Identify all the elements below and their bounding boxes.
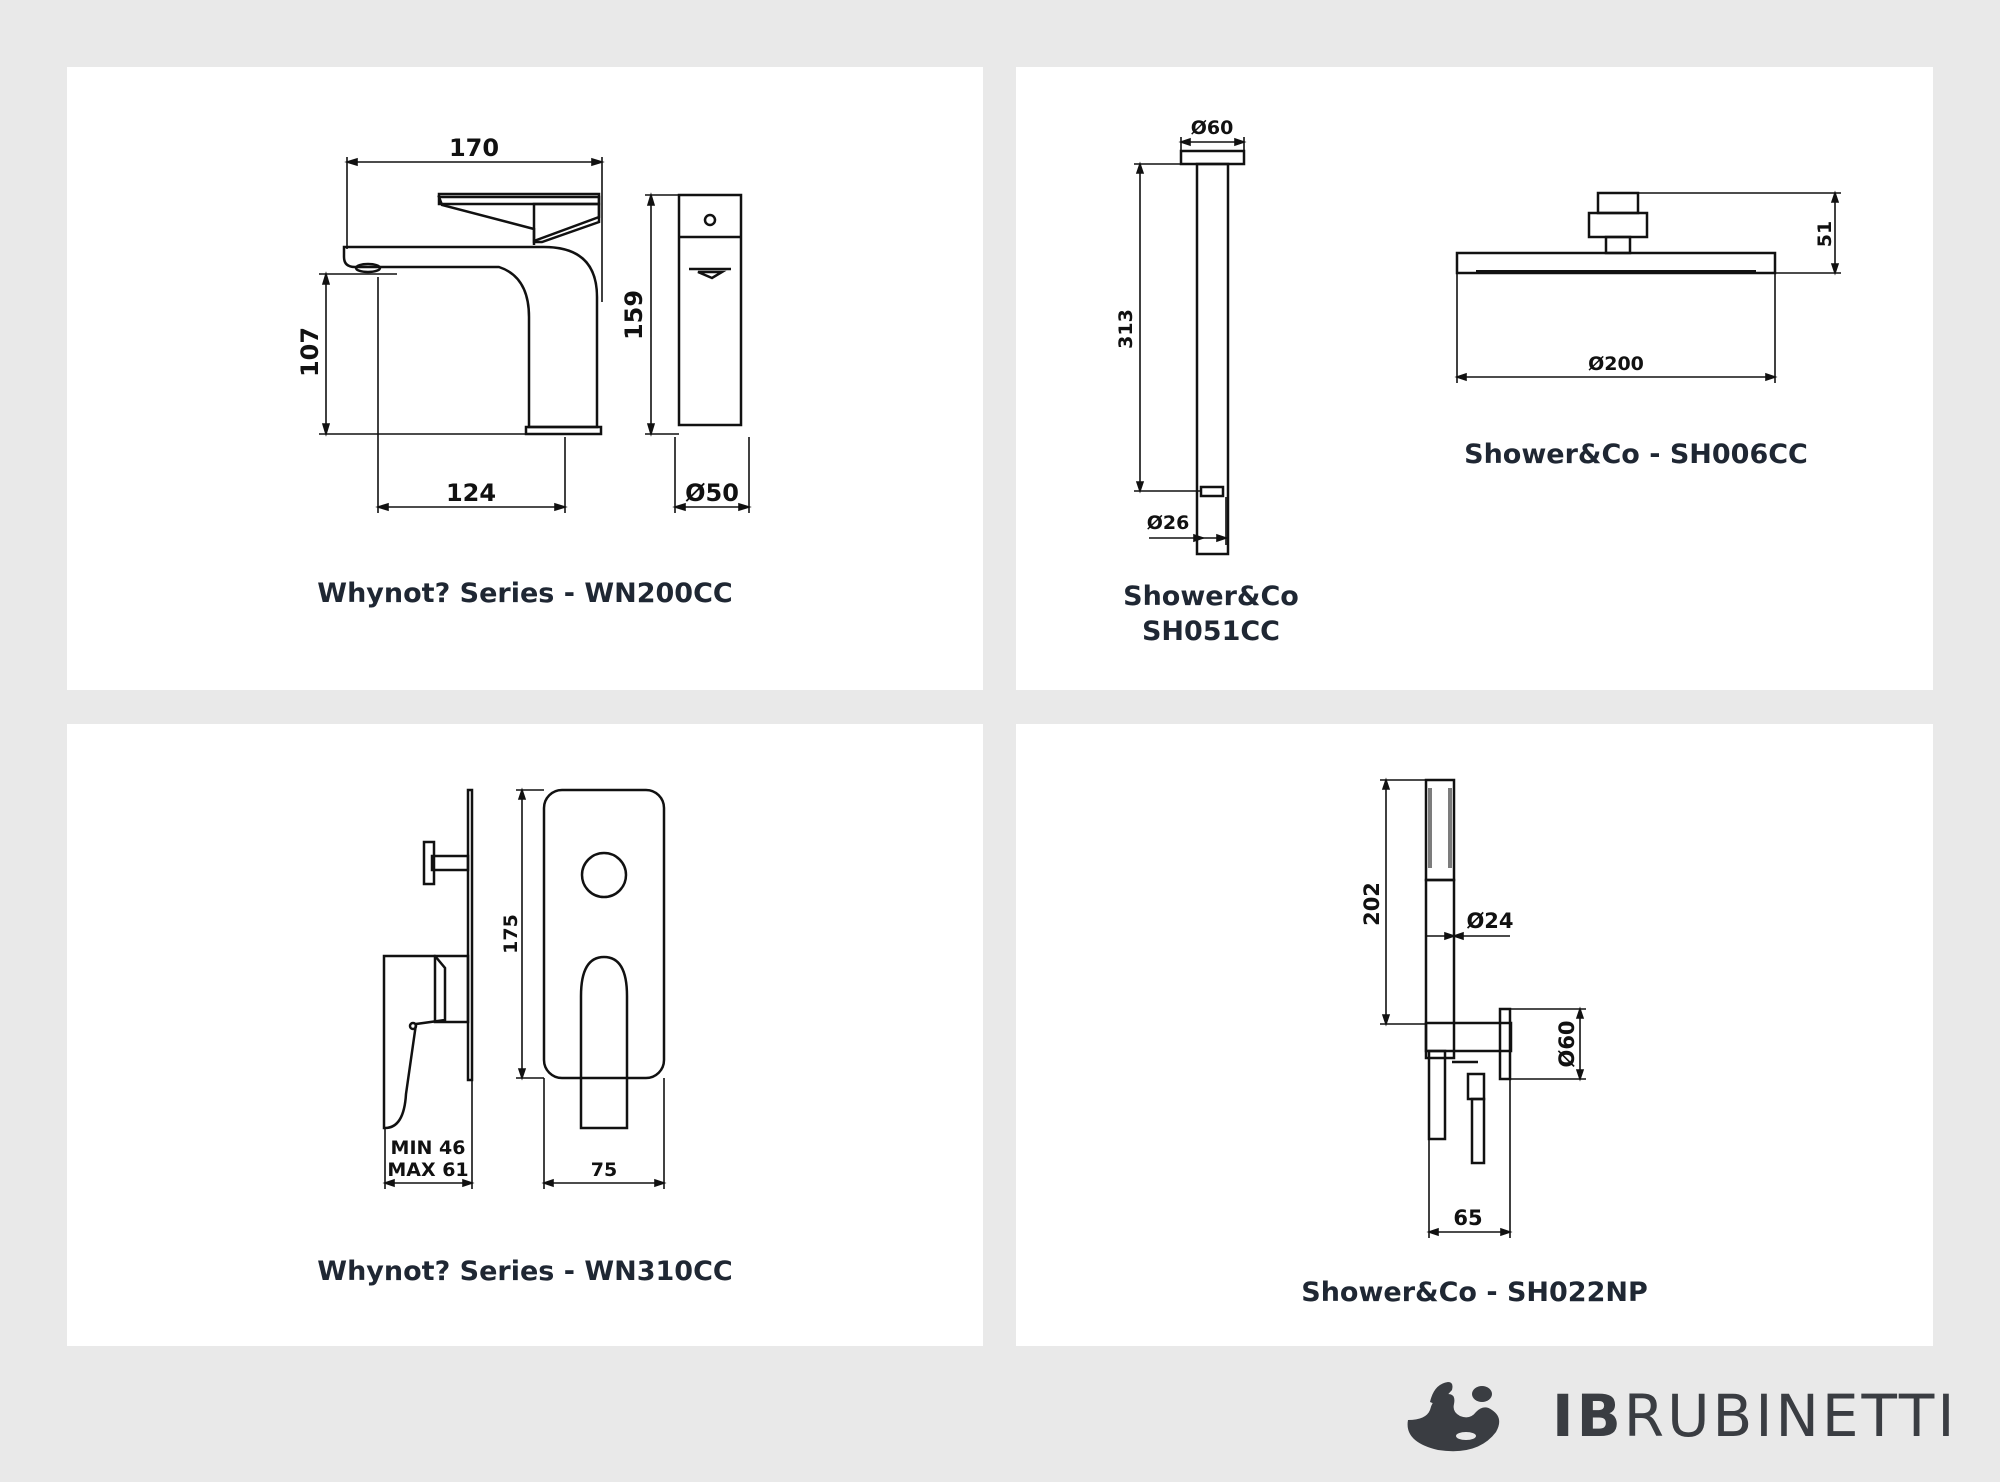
dim-bracket-60: Ø60 [1555, 1020, 1579, 1067]
dim-handle-24: Ø24 [1466, 909, 1513, 933]
dim-reach-124: 124 [446, 479, 496, 507]
dim-depth-65: 65 [1453, 1206, 1482, 1230]
ib-rubinetti-logo-icon [1407, 1382, 1500, 1452]
drawing-panel-wn310cc: 175 75 MIN 46 MAX 61 Whynot? Series - WN… [67, 724, 983, 1346]
caption-sh006cc: Shower&Co - SH006CC [1464, 439, 1808, 470]
brand-wordmark-light: RUBINETTI [1623, 1382, 1958, 1450]
dim-flange-60: Ø60 [1191, 117, 1234, 139]
dim-length-202: 202 [1360, 882, 1384, 926]
brand-logo: IBRUBINETTI [1400, 1376, 1954, 1456]
brand-wordmark: IBRUBINETTI [1552, 1378, 1957, 1454]
brand-wordmark-bold: IB [1552, 1382, 1624, 1450]
dim-min-46: MIN 46 [391, 1137, 466, 1159]
drawing-panel-shower-arm-head: Ø60 313 Ø26 51 Ø200 Shower&Co SH051CC Sh… [1016, 67, 1933, 690]
dim-base-50: Ø50 [685, 479, 739, 507]
dim-height-159: 159 [620, 290, 648, 340]
wn200cc-technical-drawing: 170 107 159 124 Ø50 [296, 134, 752, 513]
drawing-panel-sh022np: 202 Ø24 Ø60 65 Shower&Co - SH022NP [1016, 724, 1933, 1346]
dim-width-75: 75 [591, 1159, 617, 1181]
dim-max-61: MAX 61 [387, 1159, 468, 1181]
sh022np-technical-drawing: 202 Ø24 Ø60 65 [1360, 777, 1586, 1238]
dim-diameter-200: Ø200 [1588, 353, 1644, 375]
dim-height-107: 107 [296, 327, 324, 377]
dim-length-313: 313 [1115, 309, 1137, 349]
dim-height-51: 51 [1814, 221, 1836, 247]
caption-sh051cc-line1: Shower&Co [1123, 581, 1299, 612]
sh051cc-sh006cc-technical-drawing: Ø60 313 Ø26 51 Ø200 [1115, 117, 1841, 556]
caption-sh051cc-line2: SH051CC [1141, 616, 1281, 647]
caption-wn200cc: Whynot? Series - WN200CC [317, 578, 733, 609]
caption-sh022np: Shower&Co - SH022NP [1301, 1277, 1648, 1308]
dim-pipe-26: Ø26 [1147, 512, 1190, 534]
dim-width-170: 170 [449, 134, 499, 162]
caption-wn310cc: Whynot? Series - WN310CC [317, 1256, 733, 1287]
dim-height-175: 175 [500, 914, 522, 954]
wn310cc-technical-drawing: 175 75 MIN 46 MAX 61 [382, 787, 667, 1189]
drawing-panel-wn200cc: 170 107 159 124 Ø50 Whynot? Series - WN2… [67, 67, 983, 690]
